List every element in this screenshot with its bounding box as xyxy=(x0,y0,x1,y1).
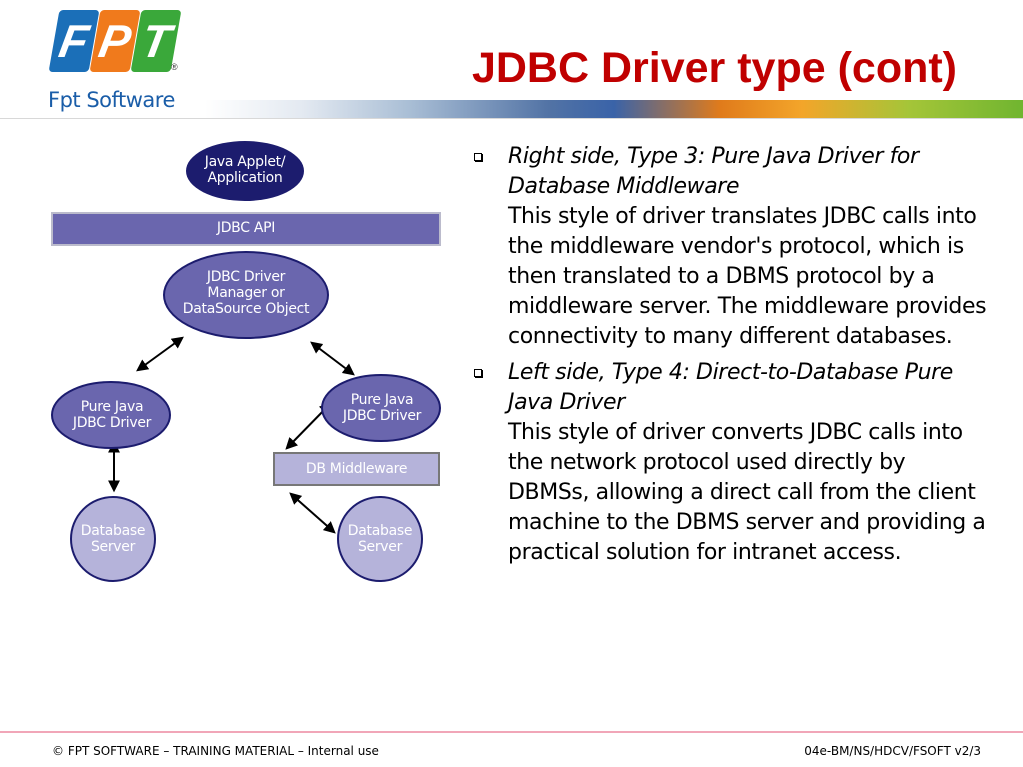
footer-doc-code: 04e-BM/NS/HDCV/FSOFT v2/3 xyxy=(804,744,981,758)
square-bullet-icon xyxy=(474,369,482,377)
diagram-shapes xyxy=(51,141,441,582)
driver-manager-label: JDBC Driver Manager or DataSource Object xyxy=(182,269,310,317)
bullet-text: This style of driver converts JDBC calls… xyxy=(508,420,986,565)
db-middleware-box xyxy=(273,452,440,486)
java-app-label: Java Applet/ Application xyxy=(204,154,286,186)
arrow-manager-left xyxy=(136,336,184,372)
registered-mark: ® xyxy=(171,62,178,72)
fpt-logo-mark: F P T ® xyxy=(48,6,182,82)
db-server-left-label: Database Server xyxy=(80,523,146,555)
pure-java-right-node xyxy=(321,374,441,442)
bullet-list: Right side, Type 3: Pure Java Driver for… xyxy=(468,142,988,574)
arrow-middleware-db xyxy=(289,492,336,534)
pure-java-left-node xyxy=(51,381,171,449)
db-server-right-node xyxy=(337,496,423,582)
bullet-heading: Left side, Type 4: Direct-to-Database Pu… xyxy=(508,360,953,415)
db-middleware-label: DB Middleware xyxy=(305,461,408,477)
fpt-logo: F P T ® Fpt Software xyxy=(48,6,182,114)
jdbc-api-bar xyxy=(51,212,441,246)
java-app-node xyxy=(186,141,304,201)
bullet-type-4: Left side, Type 4: Direct-to-Database Pu… xyxy=(468,358,988,568)
arrow-manager-right xyxy=(310,341,355,376)
square-bullet-icon xyxy=(474,153,482,161)
db-server-left-node xyxy=(70,496,156,582)
jdbc-api-label: JDBC API xyxy=(216,220,276,236)
jdbc-architecture-diagram: Java Applet/ Application JDBC API JDBC D… xyxy=(50,138,442,588)
pure-java-left-label: Pure Java JDBC Driver xyxy=(72,399,152,431)
pure-java-right-label: Pure Java JDBC Driver xyxy=(342,392,422,424)
logo-text: Fpt Software xyxy=(48,88,175,112)
bullet-type-3: Right side, Type 3: Pure Java Driver for… xyxy=(468,142,988,352)
db-server-right-label: Database Server xyxy=(347,523,413,555)
header-divider xyxy=(0,118,1023,119)
bullet-text: This style of driver translates JDBC cal… xyxy=(508,204,987,349)
footer-copyright: © FPT SOFTWARE – TRAINING MATERIAL – Int… xyxy=(52,744,379,758)
driver-manager-node xyxy=(163,251,329,339)
footer-divider xyxy=(0,731,1023,733)
bullet-heading: Right side, Type 3: Pure Java Driver for… xyxy=(508,144,919,199)
title-gradient-bar xyxy=(205,100,1023,118)
slide-title: JDBC Driver type (cont) xyxy=(471,44,957,92)
